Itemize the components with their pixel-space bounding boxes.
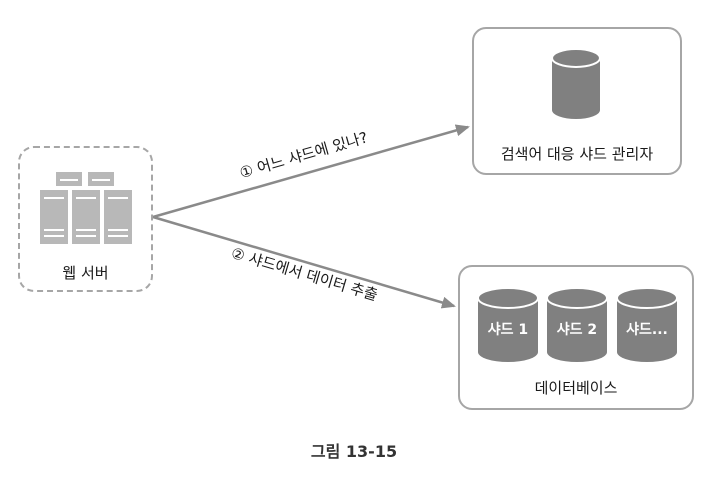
server-icon	[40, 172, 132, 244]
database-label: 데이터베이스	[534, 379, 618, 397]
fetch-arrow-label: ② 샤드에서 데이터 추출	[229, 244, 380, 304]
shard-2-cylinder	[546, 287, 608, 362]
shard-1-cylinder	[477, 287, 539, 362]
shard-2-label: 샤드 2	[557, 322, 597, 338]
figure-caption: 그림 13-15	[310, 442, 398, 461]
fetch-arrow	[152, 215, 456, 309]
shard-1-label: 샤드 1	[488, 322, 528, 338]
shard-manager-label: 검색어 대응 샤드 관리자	[500, 145, 654, 163]
shard-more-cylinder	[616, 287, 678, 362]
query-arrow	[152, 124, 470, 219]
web-server-label: 웹 서버	[62, 264, 109, 282]
shard-more-label: 샤드...	[626, 322, 668, 338]
shard-manager-database-icon	[551, 48, 601, 119]
